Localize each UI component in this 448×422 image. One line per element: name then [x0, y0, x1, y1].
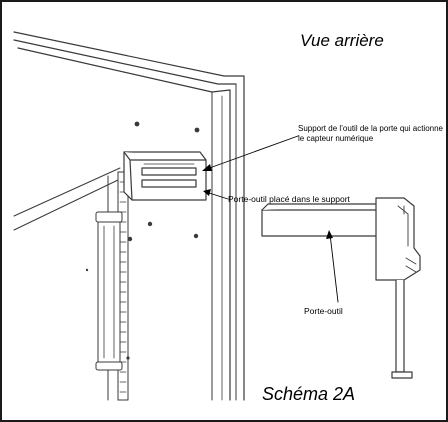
callout-holder-label: Porte-outil placé dans le support — [228, 194, 350, 204]
door-panel — [13, 31, 245, 401]
screws — [85, 121, 200, 360]
callout-support-label: Support de l’outil de la porte qui actio… — [298, 124, 443, 143]
figure-caption: Schéma 2A — [262, 384, 356, 404]
callout-tool-holder-label: Porte-outil — [304, 306, 343, 316]
hinge — [95, 211, 123, 371]
view-title: Vue arrière — [300, 31, 384, 50]
arrowheads — [202, 164, 333, 239]
tool-holder — [261, 197, 421, 379]
tool-support-bracket — [123, 151, 207, 201]
